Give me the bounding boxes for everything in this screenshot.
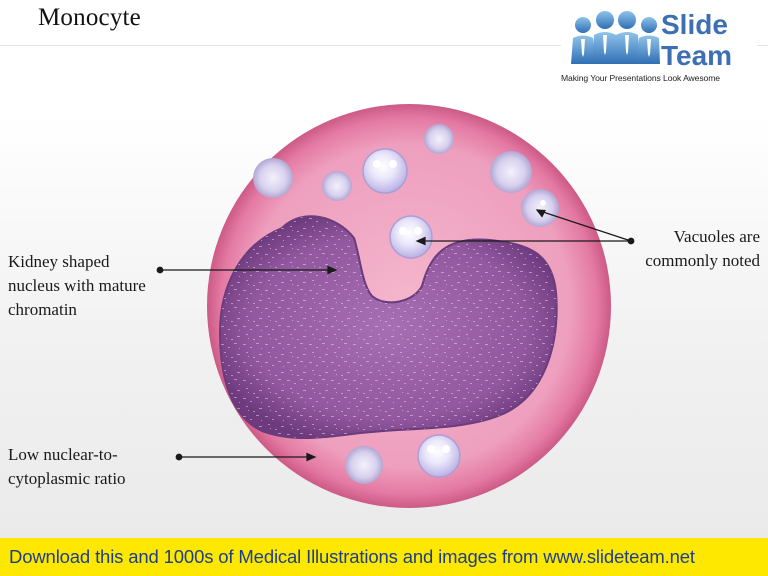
pointer-arrow-vac-1 [535,209,546,218]
pointer-arrow-vac-2 [415,236,426,246]
vacuole [521,189,559,227]
page-title: Monocyte [38,4,141,31]
label-line: commonly noted [645,251,760,270]
vacuoles [253,124,559,484]
label-line: Kidney shaped [8,252,110,271]
label-line: nucleus with mature [8,276,146,295]
label-line: cytoplasmic ratio [8,469,126,488]
vacuole [253,158,293,198]
label-kidney-nucleus: Kidney shaped nucleus with mature chroma… [8,250,146,322]
vacuole [389,215,433,259]
logo-word-slide: Slide [661,9,728,40]
pointer-line-vac-1 [539,210,632,242]
pointer-arrow-kidney [327,265,338,275]
label-line: Vacuoles are [673,227,760,246]
pointer-dot-ratio [175,453,183,461]
label-vacuoles: Vacuoles are commonly noted [645,225,760,273]
label-nuclear-ratio: Low nuclear-to- cytoplasmic ratio [8,443,126,491]
chromatin-texture [220,216,557,438]
pointer-arrow-ratio [306,452,317,462]
vacuole [362,148,408,194]
pointer-dot-kidney [156,266,164,274]
vacuole [322,171,352,201]
pointer-dot-vac [627,237,635,245]
vacuole [417,434,461,478]
pointer-lines [156,209,635,462]
label-line: Low nuclear-to- [8,445,118,464]
people-icon [571,11,660,64]
logo-word-team: Team [661,40,733,71]
label-line: chromatin [8,300,77,319]
vacuole [424,124,454,154]
slideteam-logo: Slide Team Making Your Presentations Loo… [561,4,757,86]
footer-banner[interactable]: Download this and 1000s of Medical Illus… [0,538,768,576]
logo-tagline: Making Your Presentations Look Awesome [561,73,720,83]
vacuole [345,446,383,484]
vacuole [490,151,532,193]
